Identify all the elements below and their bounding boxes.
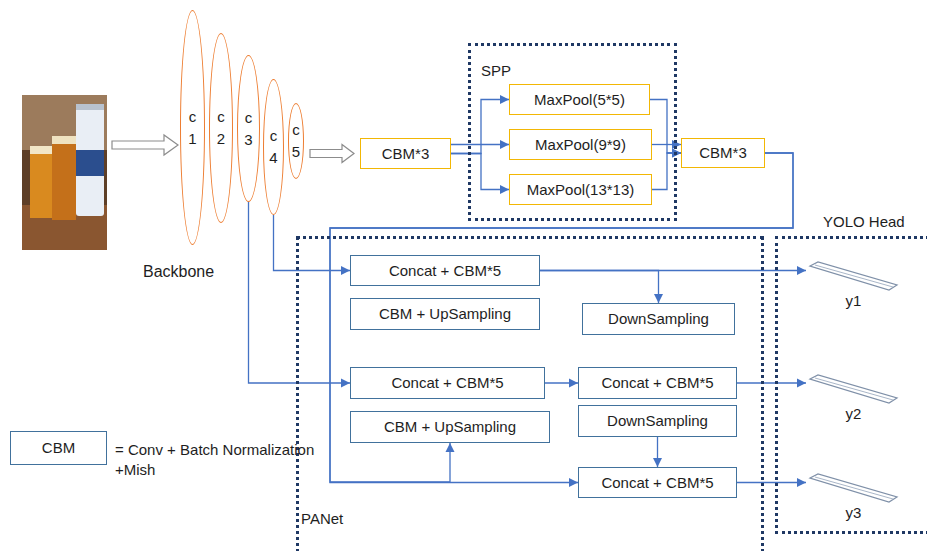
box-label: CBM*3 <box>382 145 430 163</box>
backbone-stage: c 1 <box>180 10 205 245</box>
backbone-stage: c 2 <box>209 33 233 223</box>
process-box: DownSampling <box>578 405 737 437</box>
maxpool-block: MaxPool(9*9) <box>509 129 652 160</box>
box-label: Concat + CBM*5 <box>389 262 501 280</box>
process-box: Concat + CBM*5 <box>578 367 737 399</box>
connector-arrow <box>330 153 793 482</box>
conv-block: CBM*3 <box>681 138 765 168</box>
panet-region: PANetConcat + CBM*5CBM + UpSamplingDownS… <box>296 236 764 551</box>
process-box: Concat + CBM*5 <box>350 367 545 399</box>
process-box: CBM + UpSampling <box>350 298 540 330</box>
stage-name: c 5 <box>291 119 301 163</box>
box-label: Concat + CBM*5 <box>601 474 713 492</box>
connector-arrow <box>540 271 659 304</box>
connector-arrow <box>737 382 806 383</box>
region-title: YOLO Head <box>823 213 905 231</box>
section-label: Backbone <box>143 262 243 282</box>
process-box: Concat + CBM*5 <box>350 255 540 286</box>
backbone-stage: c 3 <box>237 55 260 202</box>
maxpool-block: MaxPool(5*5) <box>509 84 650 115</box>
backbone-stage: c 5 <box>288 103 304 179</box>
head-shape <box>806 260 901 292</box>
spp-module: SPP MaxPool(5*5) MaxPool(9*9) MaxPool(13*13… <box>468 43 677 221</box>
box-label: CBM + UpSampling <box>379 305 511 323</box>
box-label: Concat + CBM*5 <box>601 374 713 392</box>
label-anchor: Backbone <box>143 262 243 282</box>
label-anchor: = Conv + Batch Normalization +Mish <box>115 440 335 480</box>
connector-arrow <box>249 202 351 383</box>
region-title: PANet <box>301 510 343 528</box>
head-shape <box>806 373 901 405</box>
box-label: Concat + CBM*5 <box>391 374 503 392</box>
output-head: y1 <box>806 260 901 314</box>
head-shape <box>806 472 901 504</box>
backbone-stage: c 4 <box>263 79 284 215</box>
connector-arrow <box>451 144 509 145</box>
connector-arrow <box>737 482 806 483</box>
maxpool-block: MaxPool(13*13) <box>509 174 652 205</box>
stage-name: c 1 <box>188 106 198 150</box>
output-head: y2 <box>806 373 901 427</box>
stage-name: c 2 <box>216 106 226 150</box>
connector-arrow <box>274 215 351 271</box>
connector-arrow <box>451 154 509 190</box>
output-head: y3 <box>806 472 901 526</box>
legend-box: CBM <box>10 431 107 465</box>
box-label: CBM <box>42 439 75 457</box>
stage-name: c 4 <box>269 125 279 169</box>
box-label: y1 <box>806 292 901 310</box>
box-label: DownSampling <box>608 310 709 328</box>
region-title: SPP <box>481 62 511 80</box>
connector-arrow <box>330 153 793 483</box>
definition-note: = Conv + Batch Normalization +Mish <box>115 440 335 480</box>
box-label: y3 <box>806 504 901 522</box>
connector-arrow <box>545 382 578 383</box>
conv-block: CBM*3 <box>360 138 451 169</box>
process-box: DownSampling <box>582 303 735 335</box>
box-label: MaxPool(13*13) <box>527 181 635 199</box>
connector-arrow <box>451 100 509 154</box>
box-label: y2 <box>806 405 901 423</box>
box-label: DownSampling <box>607 412 708 430</box>
box-label: MaxPool(5*5) <box>534 91 625 109</box>
yolo-head-region: YOLO Heady1y2y3 <box>775 236 927 534</box>
input-photo <box>22 95 107 250</box>
connector-arrow <box>310 145 354 163</box>
box-label: MaxPool(9*9) <box>535 136 626 154</box>
connector-arrow <box>657 437 658 467</box>
input-arrow <box>112 135 178 155</box>
process-box: CBM + UpSampling <box>350 411 550 443</box>
process-box: Concat + CBM*5 <box>578 467 737 498</box>
box-label: CBM + UpSampling <box>384 418 516 436</box>
box-label: CBM*3 <box>699 144 747 162</box>
stage-name: c 3 <box>244 107 254 151</box>
